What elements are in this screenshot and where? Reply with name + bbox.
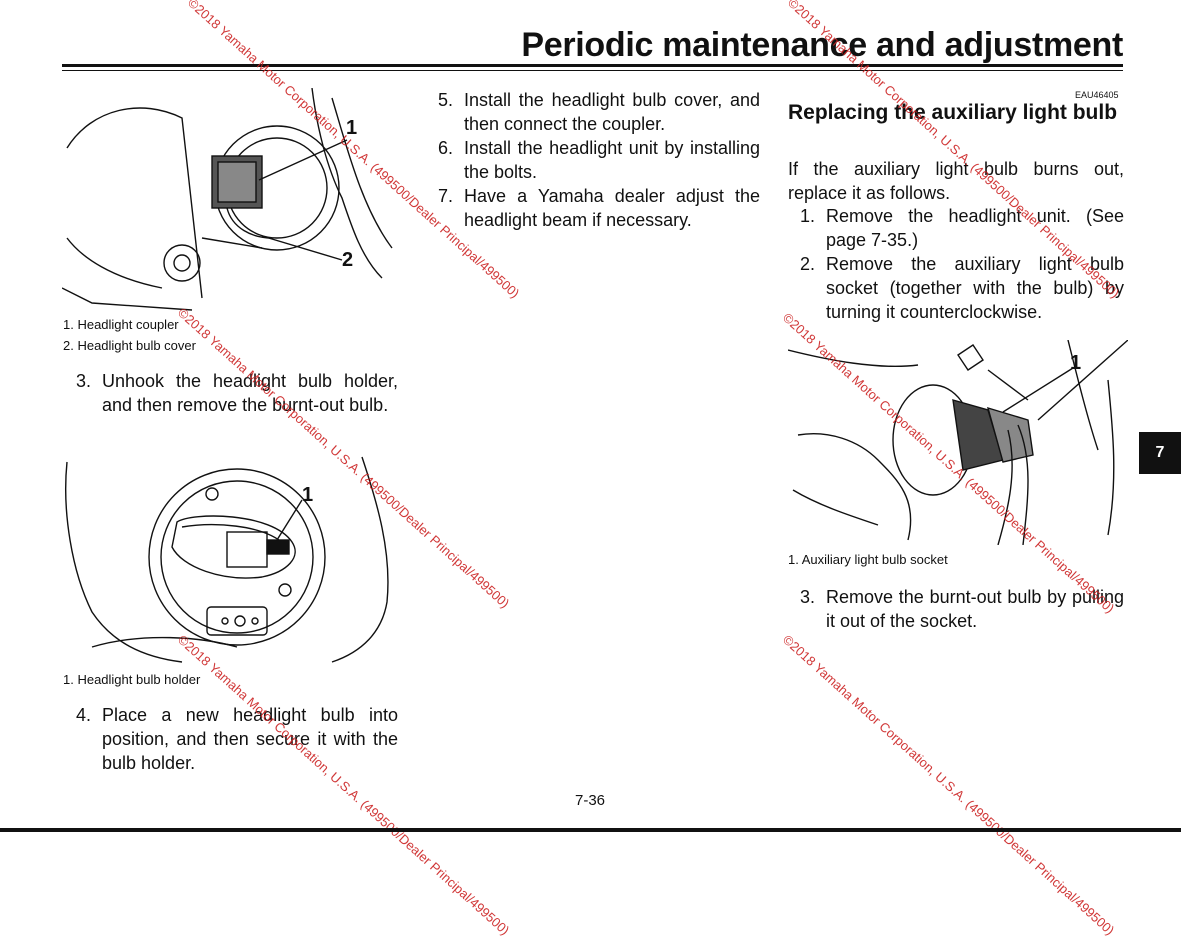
step-text: Unhook the headlight bulb holder, and th…	[102, 371, 398, 415]
step-text: Place a new headlight bulb into position…	[102, 705, 398, 773]
step-number: 7.	[438, 186, 454, 206]
watermark: ©2018 Yamaha Motor Corporation, U.S.A. (…	[779, 632, 1118, 938]
section-code: EAU46405	[1075, 90, 1119, 100]
fig3-caption-1: 1. Auxiliary light bulb socket	[788, 552, 948, 567]
fig2-callout-1: 1	[302, 484, 314, 506]
step-number: 5.	[438, 90, 454, 110]
step-text: Have a Yamaha dealer adjust the headligh…	[464, 186, 760, 230]
step-6: 6. Install the headlight unit by install…	[438, 136, 760, 184]
page-number: 7-36	[575, 792, 606, 809]
header-rule-thick	[62, 64, 1123, 67]
right-step-2: 2. Remove the auxiliary light bulb socke…	[800, 252, 1124, 324]
step-text: Install the headlight unit by installing…	[464, 138, 760, 182]
right-step-1: 1. Remove the headlight unit. (See page …	[800, 204, 1124, 252]
step-number: 2.	[800, 254, 816, 274]
page-title: Periodic maintenance and adjustment	[521, 26, 1123, 64]
fig1-callout-1: 1	[346, 117, 358, 139]
step-text: Install the headlight bulb cover, and th…	[464, 90, 760, 134]
fig1-caption-1: 1. Headlight coupler	[63, 317, 179, 332]
footer-rule	[0, 828, 1181, 832]
step-3-left: 3. Unhook the headlight bulb holder, and…	[76, 369, 398, 417]
step-number: 1.	[800, 206, 816, 226]
figure-headlight-coupler	[62, 88, 393, 311]
fig1-callout-2: 2	[342, 249, 354, 271]
step-number: 3.	[800, 587, 816, 607]
watermark: ©2018 Yamaha Motor Corporation, U.S.A. (…	[174, 632, 513, 938]
step-number: 6.	[438, 138, 454, 158]
step-5: 5. Install the headlight bulb cover, and…	[438, 88, 760, 136]
fig2-caption-1: 1. Headlight bulb holder	[63, 672, 201, 687]
header-rule-thin	[62, 70, 1123, 71]
step-4-left: 4. Place a new headlight bulb into posit…	[76, 703, 398, 775]
step-text: Remove the headlight unit. (See page 7-3…	[826, 206, 1124, 250]
fig3-callout-1: 1	[1070, 352, 1082, 374]
step-7: 7. Have a Yamaha dealer adjust the headl…	[438, 184, 760, 232]
fig1-caption-2: 2. Headlight bulb cover	[63, 338, 196, 353]
chapter-tab: 7	[1139, 432, 1181, 474]
step-number: 4.	[76, 705, 92, 725]
step-text: Remove the burnt-out bulb by pulling it …	[826, 587, 1124, 631]
section-heading: Replacing the auxiliary light bulb	[788, 101, 1118, 124]
right-step-3: 3. Remove the burnt-out bulb by pulling …	[800, 585, 1124, 633]
figure-headlight-bulb-holder	[65, 456, 389, 663]
section-intro: If the auxiliary light bulb burns out, r…	[788, 159, 1124, 203]
figure-auxiliary-bulb-socket	[788, 340, 1128, 545]
step-text: Remove the auxiliary light bulb socket (…	[826, 254, 1124, 322]
step-number: 3.	[76, 371, 92, 391]
